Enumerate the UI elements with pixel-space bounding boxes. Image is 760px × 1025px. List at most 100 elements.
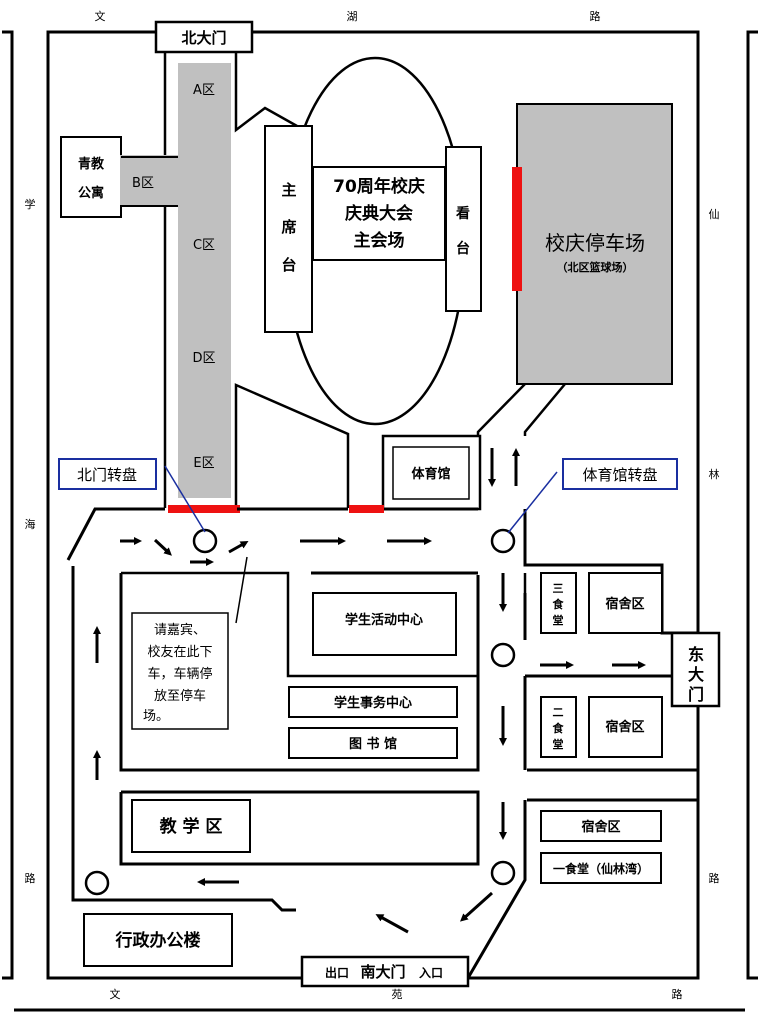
apartment-building[interactable]: 青教 公寓: [60, 136, 122, 218]
student-activity-center[interactable]: 学生活动中心: [312, 592, 457, 656]
zone-c: C区: [193, 238, 215, 253]
roundabout-southeast[interactable]: [490, 860, 516, 886]
dorm-2-label: 宿舍区: [605, 719, 644, 735]
parking-lot[interactable]: 校庆停车场 （北区篮球场）: [512, 103, 673, 385]
notice-line-4: 放至停车: [154, 688, 206, 704]
notice-line-5: 场。: [143, 709, 169, 724]
arrow-dr-1: [153, 538, 172, 556]
outer-roads: [2, 30, 758, 1012]
road-bottom-char-3: 路: [672, 988, 683, 1001]
road-bottom-char-2: 苑: [392, 988, 403, 1001]
dorm-1-label: 宿舍区: [605, 596, 644, 612]
road-left-char-1: 学: [25, 197, 36, 211]
gym-label: 体育馆: [411, 466, 450, 482]
canteen-2[interactable]: 二 食 堂: [540, 696, 577, 758]
zone-d: D区: [192, 351, 215, 366]
dorm-3[interactable]: 宿舍区: [540, 810, 662, 842]
admin-label: 行政办公楼: [115, 930, 201, 951]
road-left-char-2: 海: [25, 517, 36, 531]
roundabout-gym[interactable]: [490, 528, 516, 554]
gym-building[interactable]: 体育馆: [381, 434, 482, 511]
apartment-label-1: 青教: [78, 156, 105, 172]
notice-line-3: 车，车辆停: [147, 666, 212, 682]
zone-road-edges: [163, 52, 350, 508]
east-gate-char-1: 东: [688, 645, 704, 664]
rostrum-char-2: 席: [281, 218, 296, 236]
parking-road: [476, 383, 566, 436]
dorm-2[interactable]: 宿舍区: [588, 696, 663, 758]
south-gate-entry: 入口: [419, 966, 443, 980]
rostrum[interactable]: 主 席 台: [264, 125, 313, 333]
canteen2-char-3: 堂: [553, 737, 564, 751]
east-gate-char-3: 门: [688, 685, 704, 704]
east-gate[interactable]: 东 大 门: [670, 631, 721, 708]
road-right-char-2: 林: [709, 467, 720, 481]
inner-roads: [121, 571, 527, 678]
arrow-southwest: [460, 891, 494, 922]
stand[interactable]: 看 台: [445, 146, 482, 312]
zone-a: A区: [193, 83, 215, 98]
teaching-zone[interactable]: 教 学 区: [131, 799, 251, 853]
stand-char-1: 看: [455, 205, 470, 222]
canteen-1[interactable]: 一食堂（仙林湾）: [540, 852, 662, 884]
dorm-1[interactable]: 宿舍区: [588, 572, 663, 634]
roundabout-east[interactable]: [490, 642, 516, 668]
canteen3-char-3: 堂: [553, 613, 564, 627]
road-top-char-3: 路: [590, 10, 601, 23]
canteen1-label: 一食堂（仙林湾）: [553, 861, 649, 876]
rostrum-char-1: 主: [281, 181, 296, 199]
rostrum-char-3: 台: [281, 256, 296, 274]
teaching-label: 教 学 区: [159, 816, 223, 837]
canteen2-char-1: 二: [553, 706, 564, 719]
notice-box: 请嘉宾、 校友在此下 车，车辆停 放至停车 场。: [131, 556, 248, 730]
zone-e: E区: [193, 456, 214, 471]
campus-wall-right-lower: [468, 706, 700, 980]
south-gate-exit: 出口: [325, 965, 349, 980]
arrow-northwest: [375, 914, 409, 934]
road-top-char-2: 湖: [347, 10, 358, 23]
campus-wall-right: [253, 30, 700, 633]
arrow-ur-1: [228, 541, 249, 554]
notice-pointer: [235, 556, 248, 624]
road-top-char-1: 文: [95, 9, 106, 23]
apartment-label-2: 公寓: [78, 185, 104, 201]
roundabouts: [84, 528, 516, 896]
guest-zones: A区 B区 C区 D区 E区: [120, 63, 231, 498]
venue-line-2: 庆典大会: [345, 203, 413, 224]
main-road: [66, 507, 698, 979]
south-gate[interactable]: 出口 南大门 入口: [300, 955, 470, 988]
roundabout-southwest[interactable]: [84, 870, 110, 896]
library-label: 图 书 馆: [349, 736, 397, 752]
main-venue[interactable]: 70周年校庆 庆典大会 主会场: [312, 166, 446, 261]
campus-wall: [46, 30, 302, 980]
road-left-edge: [2, 30, 14, 980]
library[interactable]: 图 书 馆: [288, 727, 458, 759]
entry-markers: [168, 505, 384, 513]
callout-gym-label: 体育馆转盘: [582, 466, 657, 484]
traffic-arrows: [93, 448, 646, 934]
zone-b: B区: [132, 176, 154, 191]
canteen3-char-1: 三: [553, 582, 564, 595]
dorm-3-label: 宿舍区: [581, 819, 620, 835]
student-affairs-center[interactable]: 学生事务中心: [288, 686, 458, 718]
roundabout-north[interactable]: [192, 528, 218, 554]
admin-building[interactable]: 行政办公楼: [83, 913, 233, 967]
canteen-3[interactable]: 三 食 堂: [540, 572, 577, 634]
road-right-edge: [746, 30, 758, 980]
north-gate[interactable]: 北大门: [154, 20, 254, 54]
south-gate-name: 南大门: [360, 963, 405, 981]
callout-north-label: 北门转盘: [77, 466, 137, 484]
canteen3-char-2: 食: [553, 597, 565, 611]
venue-line-3: 主会场: [354, 230, 405, 251]
road-left-char-3: 路: [25, 872, 36, 885]
road-bottom-char-1: 文: [110, 987, 121, 1001]
student-affairs-label: 学生事务中心: [334, 695, 412, 711]
road-right-char-3: 路: [709, 872, 720, 885]
parking-sub-label: （北区篮球场）: [557, 260, 634, 274]
canteen2-char-2: 食: [553, 721, 565, 735]
road-right-char-1: 仙: [709, 208, 720, 221]
venue-line-1: 70周年校庆: [333, 176, 425, 197]
north-gate-label: 北大门: [181, 29, 226, 47]
east-gate-char-2: 大: [688, 665, 704, 684]
